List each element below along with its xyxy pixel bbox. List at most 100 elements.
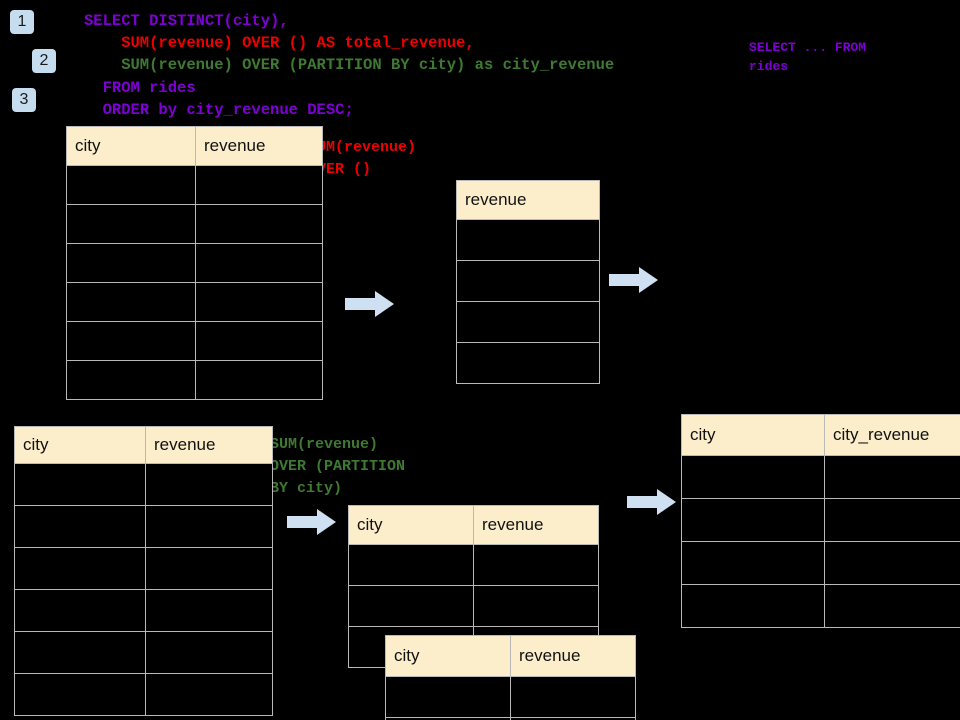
column-header-revenue: revenue [145, 426, 273, 464]
table-row [348, 544, 599, 586]
column-header-city: city [681, 414, 825, 456]
cell-city [66, 165, 196, 205]
cell-revenue [195, 204, 323, 244]
sum-over-partition-label: SUM(revenue) OVER (PARTITION BY city) [270, 436, 406, 497]
table-header-row: city revenue [14, 426, 273, 464]
result-table: city city_revenue [681, 414, 960, 628]
rides-source-table: city revenue [66, 126, 323, 400]
sql-line-select-distinct: SELECT DISTINCT(city), [84, 12, 289, 30]
table-row [14, 673, 273, 716]
cell-city [348, 585, 474, 627]
table-header-row: city revenue [348, 505, 599, 545]
table-row [681, 541, 960, 585]
column-header-revenue: revenue [456, 180, 600, 220]
cell-city [66, 321, 196, 361]
table-body [66, 165, 323, 400]
arrow-source-to-total-icon [345, 291, 394, 317]
cell-city [66, 243, 196, 283]
sql-line-total-revenue: SUM(revenue) OVER () AS total_revenue, [84, 34, 475, 52]
cell-city [348, 544, 474, 586]
table-row [14, 463, 273, 506]
cell-city [681, 584, 825, 628]
table-row [681, 584, 960, 628]
cell-revenue [145, 505, 273, 548]
cell-city [14, 463, 146, 506]
arrow-partition-to-result-icon [627, 489, 676, 515]
cell-revenue [195, 321, 323, 361]
cell-city-revenue [824, 584, 960, 628]
arrow-source-to-partition-icon [287, 509, 336, 535]
table-row [385, 717, 636, 720]
step-badge-2: 2 [32, 49, 56, 73]
step-badge-3: 3 [12, 88, 36, 112]
cell-city [681, 498, 825, 542]
table-row [66, 321, 323, 361]
table-body [348, 544, 599, 668]
table-row [14, 547, 273, 590]
cell-revenue [195, 165, 323, 205]
table-header-row: city revenue [385, 635, 636, 677]
cell-city [14, 673, 146, 716]
column-header-city: city [385, 635, 511, 677]
cell-revenue [145, 631, 273, 674]
cell-city-revenue [824, 455, 960, 499]
cell-city [681, 455, 825, 499]
select-from-rides-note: SELECT ... FROM rides [749, 40, 867, 74]
cell-city [14, 589, 146, 632]
table-row [14, 631, 273, 674]
sql-line-order-by: ORDER by city_revenue DESC; [84, 101, 354, 119]
table-row [681, 455, 960, 499]
table-body [681, 455, 960, 628]
table-row [66, 204, 323, 244]
column-header-city: city [66, 126, 196, 166]
cell-revenue [473, 544, 599, 586]
cell-revenue [195, 243, 323, 283]
cell-city [681, 541, 825, 585]
cell-revenue [145, 589, 273, 632]
cell-city-revenue [824, 498, 960, 542]
cell-revenue [145, 673, 273, 716]
total-revenue-table: revenue [456, 180, 600, 384]
column-header-city-revenue: city_revenue [824, 414, 960, 456]
table-row [66, 360, 323, 400]
cell-revenue [456, 219, 600, 261]
cell-revenue [195, 282, 323, 322]
cell-city [385, 676, 511, 718]
table-row [66, 165, 323, 205]
column-header-city: city [348, 505, 474, 545]
table-body [14, 463, 273, 716]
sql-line-city-revenue: SUM(revenue) OVER (PARTITION BY city) as… [84, 56, 615, 74]
partition-group-table-back: city revenue [348, 505, 599, 668]
cell-city [14, 505, 146, 548]
cell-city [66, 204, 196, 244]
table-row [456, 219, 600, 261]
arrow-total-to-result-icon [609, 267, 658, 293]
table-row [348, 585, 599, 627]
cell-city [66, 360, 196, 400]
cell-city [14, 547, 146, 590]
column-header-city: city [14, 426, 146, 464]
cell-revenue [456, 301, 600, 343]
table-header-row: city city_revenue [681, 414, 960, 456]
partition-group-table-front: city revenue [385, 635, 636, 720]
table-row [66, 243, 323, 283]
column-header-revenue: revenue [473, 505, 599, 545]
table-row [456, 342, 600, 384]
table-row [14, 589, 273, 632]
rides-source-table-bottom: city revenue [14, 426, 273, 716]
cell-revenue [145, 547, 273, 590]
table-row [66, 282, 323, 322]
table-row [385, 676, 636, 718]
cell-revenue [510, 717, 636, 720]
cell-revenue [473, 585, 599, 627]
cell-city [66, 282, 196, 322]
cell-city [14, 631, 146, 674]
cell-revenue [456, 260, 600, 302]
column-header-revenue: revenue [510, 635, 636, 677]
table-body [456, 219, 600, 384]
sum-over-empty-label: SUM(revenue) OVER () [308, 139, 417, 178]
table-header-row: revenue [456, 180, 600, 220]
step-badge-1: 1 [10, 10, 34, 34]
cell-revenue [145, 463, 273, 506]
